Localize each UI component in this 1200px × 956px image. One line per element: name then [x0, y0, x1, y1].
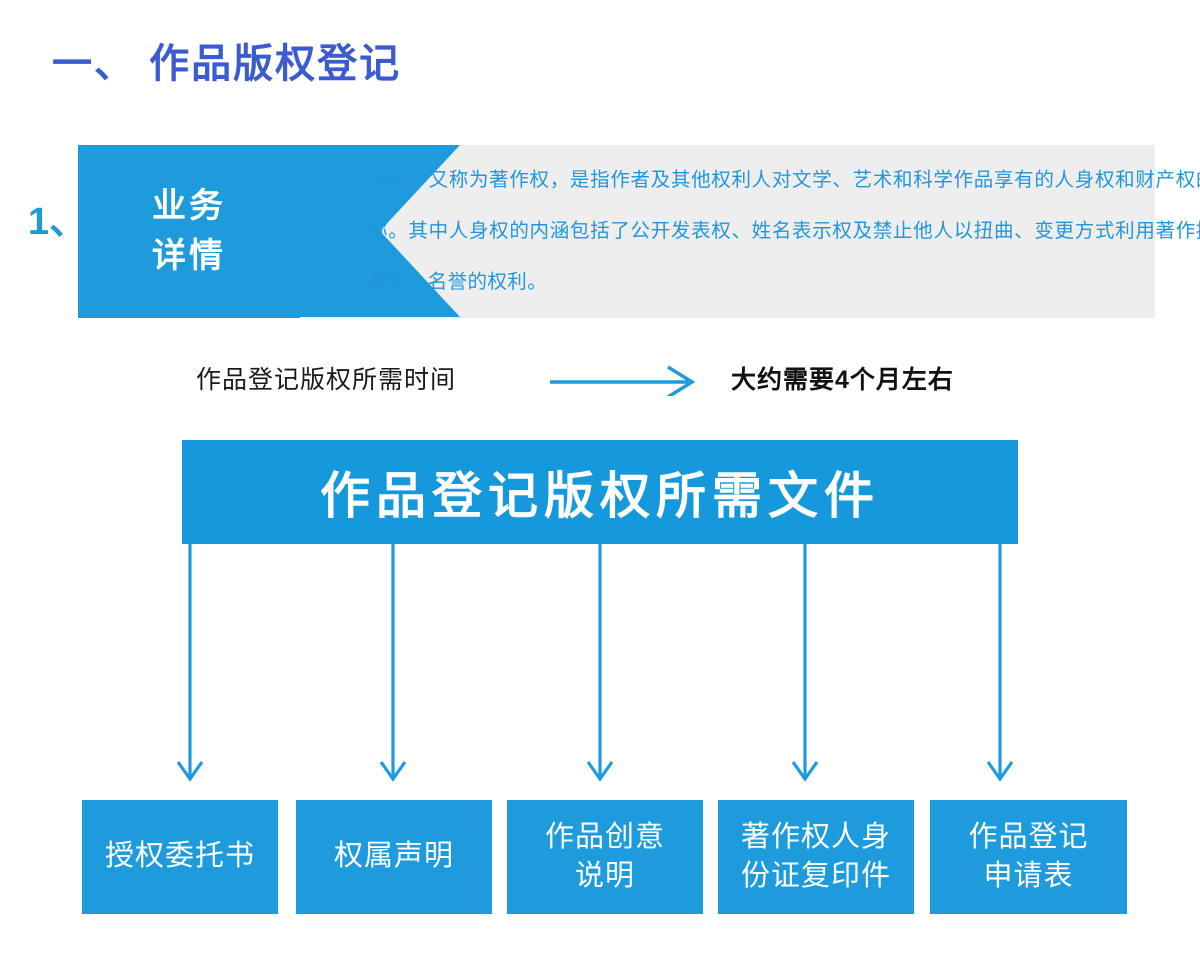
document-box-label: 授权委托书: [104, 840, 255, 873]
page-title: 一、 作品版权登记: [52, 42, 402, 86]
document-box-3[interactable]: 作品创意说明: [507, 800, 703, 914]
detail-tag-line-1: 业务: [152, 187, 226, 226]
right-arrow-icon: [550, 364, 700, 399]
detail-tag-arrow-icon: [300, 145, 460, 317]
detail-index-number: 1、: [28, 201, 88, 243]
document-box-label: 作品登记申请表: [968, 820, 1089, 892]
document-box-list: 授权委托书 权属声明 作品创意说明 著作权人身份证复印件 作品登记申请表: [82, 800, 1128, 914]
document-box-5[interactable]: 作品登记申请表: [930, 800, 1127, 914]
business-detail-band: 1、 业务 详情 版权，又称为著作权，是指作者及其他权利人对文学、艺术和科学作品…: [28, 145, 1200, 318]
timing-row: 作品登记版权所需时间 大约需要4个月左右: [0, 362, 1200, 402]
timing-label: 作品登记版权所需时间: [196, 366, 457, 394]
documents-banner-title: 作品登记版权所需文件: [182, 440, 1018, 544]
timing-value: 大约需要4个月左右: [731, 366, 954, 394]
detail-tag-line-2: 详情: [152, 236, 226, 275]
document-box-label: 权属声明: [333, 840, 454, 873]
detail-tag-label: 业务 详情: [78, 145, 300, 318]
document-box-label: 作品创意说明: [544, 820, 665, 892]
document-box-label: 著作权人身份证复印件: [740, 820, 891, 892]
document-box-2[interactable]: 权属声明: [296, 800, 492, 914]
document-box-4[interactable]: 著作权人身份证复印件: [718, 800, 914, 914]
detail-paragraph: 版权，又称为著作权，是指作者及其他权利人对文学、艺术和科学作品享有的人身权和财产…: [368, 169, 1200, 293]
document-box-1[interactable]: 授权委托书: [82, 800, 278, 914]
